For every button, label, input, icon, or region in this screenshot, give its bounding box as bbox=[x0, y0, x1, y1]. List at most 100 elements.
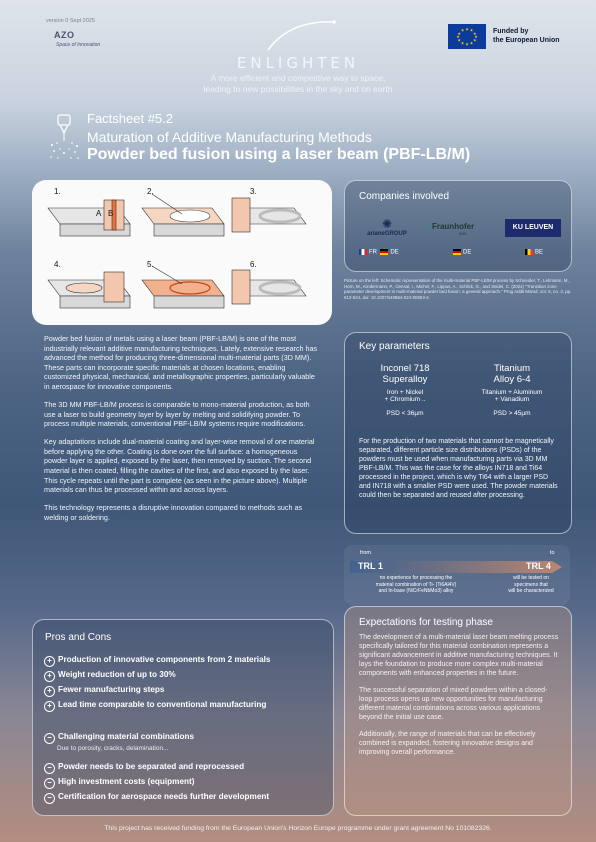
con-item: −Certification for aerospace needs furth… bbox=[44, 792, 269, 804]
fraunhofer-country: DE bbox=[453, 249, 471, 256]
svg-text:★: ★ bbox=[461, 41, 465, 46]
trl-from-desc: no experience for processing the materia… bbox=[356, 575, 476, 595]
trl-to-desc-3: will be characterized bbox=[508, 588, 554, 594]
svg-text:★: ★ bbox=[457, 37, 461, 42]
flag-de-icon bbox=[380, 249, 389, 255]
enlighten-brand: ENLIGHTEN bbox=[236, 54, 360, 72]
azo-logo: AZO bbox=[54, 30, 75, 40]
country-de: DE bbox=[390, 249, 399, 256]
country-be: BE bbox=[535, 249, 544, 256]
ku-leuven-logo: KU LEUVEN bbox=[505, 219, 561, 237]
key-parameters-heading: Key parameters bbox=[359, 341, 430, 352]
expectations-heading: Expectations for testing phase bbox=[359, 617, 493, 628]
arianegroup-mark-icon: ✺ bbox=[381, 217, 393, 231]
material-1-name-2: Superalloy bbox=[382, 374, 428, 385]
trl-from-desc-2: material combination of Ti- (Ti6Al4V) bbox=[375, 581, 457, 588]
fraunhofer-sub: IWS bbox=[459, 231, 467, 236]
svg-text:★: ★ bbox=[456, 34, 460, 39]
svg-text:★: ★ bbox=[461, 28, 465, 33]
tagline: A more efficient and competitive way to … bbox=[0, 73, 596, 95]
country-de: DE bbox=[463, 249, 472, 256]
eu-stars-icon: ★★★ ★★★ ★★★ ★★★ bbox=[456, 27, 478, 47]
pro-text: Lead time comparable to conventional man… bbox=[58, 700, 267, 709]
factsheet-subtitle: Maturation of Additive Manufacturing Met… bbox=[87, 129, 372, 145]
material-2-psd: PSD > 45µm bbox=[493, 410, 531, 417]
pros-cons-card: Pros and Cons bbox=[32, 619, 334, 816]
trl-arrow-icon bbox=[350, 561, 562, 573]
trl-to-label: to bbox=[550, 550, 555, 556]
step-6-label: 6. bbox=[250, 260, 257, 269]
minus-icon: − bbox=[44, 733, 55, 744]
step-3-label: 3. bbox=[250, 187, 257, 196]
expectations-paragraph-3: Additionally, the range of materials tha… bbox=[359, 731, 536, 756]
material-col-1: Inconel 718 Superalloy Iron + Nickel + C… bbox=[359, 363, 451, 417]
con-text: Certification for aerospace needs furthe… bbox=[58, 792, 270, 801]
svg-text:★: ★ bbox=[457, 31, 461, 36]
material-2-comp-1: Titanium + Aluminum bbox=[481, 389, 543, 396]
pro-item: +Lead time comparable to conventional ma… bbox=[44, 700, 266, 712]
figure-caption: Picture on the left: Schematic represent… bbox=[344, 278, 572, 300]
ku-leuven-country: BE bbox=[525, 249, 543, 256]
trl-to-desc-1: will be tested on bbox=[513, 575, 549, 581]
eu-funding-line-2: the European Union bbox=[493, 37, 560, 44]
con-item: −High investment costs (equipment) bbox=[44, 777, 194, 789]
key-parameters-card: Key parameters Inconel 718 Superalloy Ir… bbox=[344, 332, 572, 534]
tagline-line-1: A more efficient and competitive way to … bbox=[210, 73, 386, 83]
step-5-label: 5. bbox=[147, 260, 154, 269]
key-parameters-text: For the production of two materials that… bbox=[359, 438, 558, 499]
minus-icon: − bbox=[44, 763, 55, 774]
pro-item: +Weight reduction of up to 30% bbox=[44, 670, 176, 682]
svg-text:★: ★ bbox=[474, 34, 478, 39]
svg-text:★: ★ bbox=[470, 41, 474, 46]
trl-to-desc-2: specimens that bbox=[514, 581, 548, 588]
label-b: B bbox=[108, 209, 113, 218]
con-text: High investment costs (equipment) bbox=[58, 777, 195, 786]
expectations-text: The development of a multi-material lase… bbox=[359, 633, 559, 757]
funding-footer: This project has received funding from t… bbox=[104, 825, 492, 832]
label-a: A bbox=[96, 209, 102, 218]
process-figure: 1. 2. 3. 4. 5. 6. bbox=[32, 180, 332, 325]
body-paragraph-4: This technology represents a disruptive … bbox=[44, 503, 303, 522]
azo-tagline: Space of Innovation bbox=[56, 42, 101, 48]
fraunhofer-logo: ⁄⁄ Fraunhofer IWS bbox=[427, 221, 493, 236]
arianegroup-countries: FR DE bbox=[359, 249, 399, 256]
fraunhofer-mark-icon: ⁄⁄ bbox=[427, 221, 431, 231]
trl-from-label: from bbox=[360, 550, 371, 556]
arianegroup-name: arianeGROUP bbox=[367, 231, 407, 237]
con-text: Powder needs to be separated and reproce… bbox=[58, 762, 245, 771]
material-1-name-1: Inconel 718 bbox=[380, 363, 430, 374]
con-item: −Powder needs to be separated and reproc… bbox=[44, 762, 244, 774]
body-paragraph-2: The 3D MM PBF-LB/M process is comparable… bbox=[44, 399, 310, 429]
plus-icon: + bbox=[44, 686, 55, 697]
eu-funding-line-1: Funded by bbox=[493, 28, 529, 35]
companies-card: Companies involved ✺ arianeGROUP ⁄⁄ Frau… bbox=[344, 180, 572, 272]
material-1-psd: PSD < 36µm bbox=[386, 410, 424, 417]
material-2-name-1: Titanium bbox=[493, 363, 531, 374]
expectations-paragraph-1: The development of a multi-material lase… bbox=[359, 634, 559, 677]
pros-cons-heading: Pros and Cons bbox=[45, 632, 112, 643]
body-text: Powder bed fusion of metals using a lase… bbox=[44, 334, 322, 531]
body-paragraph-1: Powder bed fusion of metals using a lase… bbox=[44, 334, 318, 391]
pro-text: Weight reduction of up to 30% bbox=[58, 670, 176, 679]
factsheet-number: Factsheet #5.2 bbox=[87, 111, 173, 126]
material-1-comp-1: Iron + Nickel bbox=[386, 389, 424, 396]
trl-from-value: TRL 1 bbox=[358, 561, 383, 571]
laser-nozzle-icon bbox=[50, 114, 79, 159]
plus-icon: + bbox=[44, 671, 55, 682]
svg-text:★: ★ bbox=[470, 28, 474, 33]
material-2-comp-2: + Vanadium bbox=[494, 396, 530, 403]
pro-text: Fewer manufacturing steps bbox=[58, 685, 165, 694]
version-label: version 0 Sept 2025 bbox=[46, 18, 95, 24]
tagline-line-2: leading to new possibilities in the sky … bbox=[203, 84, 393, 94]
trl-banner: from to TRL 1 TRL 4 no experience for pr… bbox=[344, 545, 570, 605]
plus-icon: + bbox=[44, 701, 55, 712]
trl-from-desc-1: no experience for processing the bbox=[379, 575, 453, 581]
trl-from-desc-3: and In-base (NiCrFeNbMo3) alloy bbox=[378, 588, 454, 594]
arianegroup-logo: ✺ arianeGROUP bbox=[357, 217, 417, 237]
minus-icon: − bbox=[44, 778, 55, 789]
expectations-card: Expectations for testing phase The devel… bbox=[344, 606, 572, 816]
eu-flag-icon: ★★★ ★★★ ★★★ ★★★ bbox=[448, 24, 486, 49]
step-1-label: 1. bbox=[54, 187, 61, 196]
eu-funding-label: Funded by the European Union bbox=[493, 27, 560, 45]
trl-to-desc: will be tested on specimens that will be… bbox=[494, 575, 568, 595]
